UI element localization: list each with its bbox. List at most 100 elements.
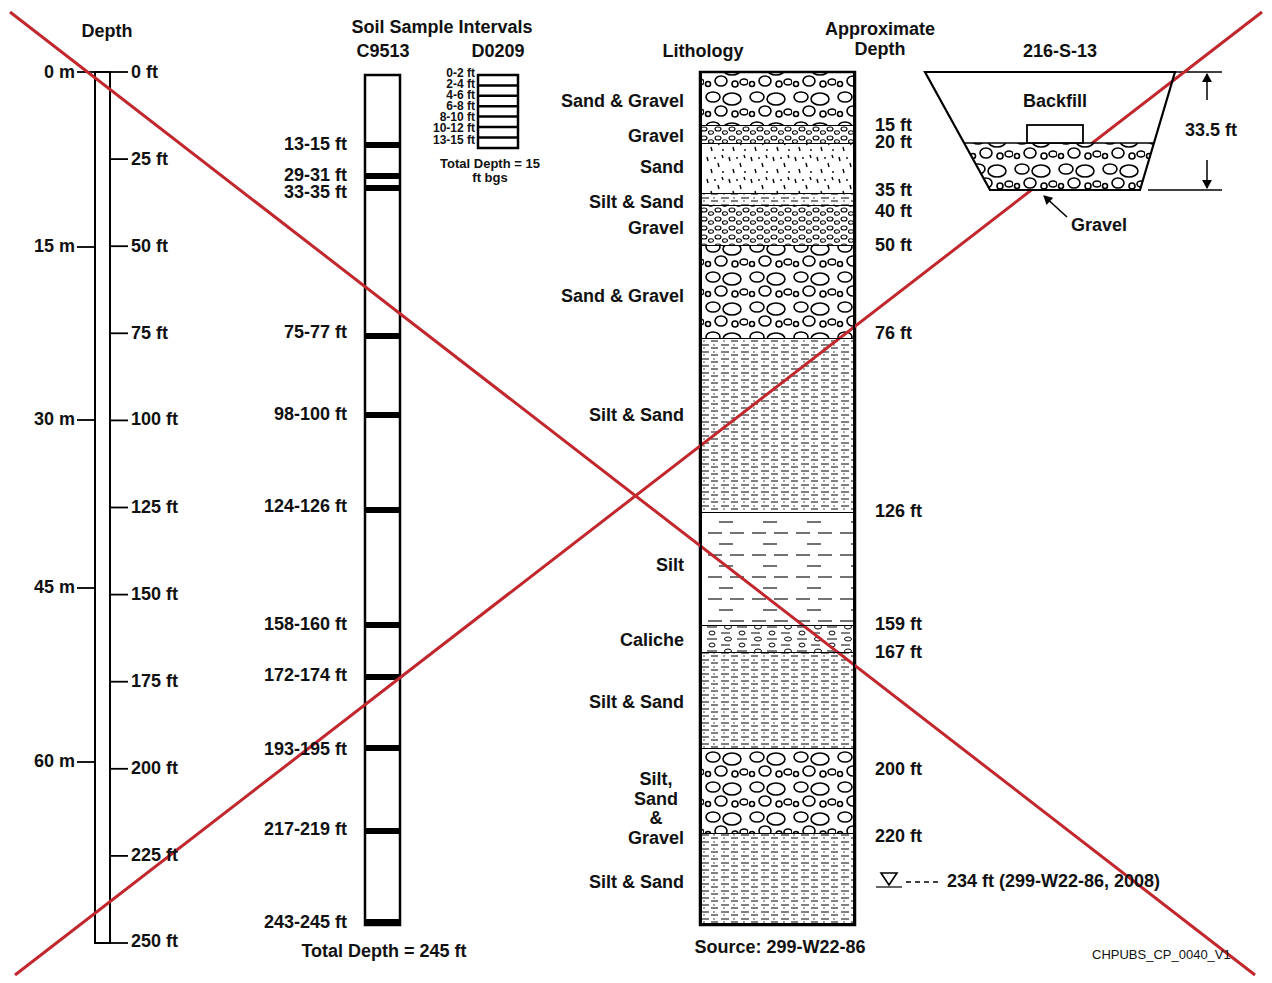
ft-tick	[110, 332, 128, 334]
lithology-fill	[701, 338, 854, 512]
scale-ticks	[77, 72, 128, 943]
label-text: 0 m	[44, 63, 75, 83]
lithology-label: Gravel	[628, 127, 684, 147]
m-tick	[77, 246, 95, 248]
ft-tick	[110, 158, 128, 160]
label-text: 158-160 ft	[264, 615, 347, 635]
label-text: 159 ft	[875, 615, 922, 635]
trapezoid-outline	[925, 72, 1175, 190]
sample-marks-small	[478, 85, 518, 137]
label-text: 33.5 ft	[1184, 119, 1238, 143]
water-table-symbol	[881, 873, 897, 885]
lithology-fill	[701, 72, 854, 125]
trapezoid	[925, 72, 1175, 190]
m-tick	[77, 761, 95, 763]
lithology-band: Sand & Gravel	[700, 245, 855, 338]
ft-tick	[110, 419, 128, 421]
label-text: 175 ft	[131, 672, 178, 692]
label-text: Total Depth = 245 ft	[301, 942, 466, 962]
label-text: 243-245 ft	[264, 913, 347, 933]
label-text: 50 ft	[875, 236, 912, 256]
lithology-label: Sand	[640, 158, 684, 178]
ft-tick	[110, 855, 128, 857]
lithology-band: Silt & Sand	[700, 193, 855, 205]
label-text: 13-15 ft	[433, 134, 475, 147]
sample-column	[365, 75, 400, 925]
label-text: 75-77 ft	[284, 323, 347, 343]
lithology-band: Sand & Gravel	[700, 72, 855, 125]
lithology-label: Silt & Sand	[589, 406, 684, 426]
gravel-fill	[964, 143, 1154, 190]
lithology-label: Silt, Sand & Gravel	[628, 770, 684, 849]
sample-mark	[365, 828, 400, 834]
ft-tick	[110, 681, 128, 683]
label-text: 98-100 ft	[274, 405, 347, 425]
lithology-fill	[701, 143, 854, 193]
sample-mark	[365, 745, 400, 751]
sample-mark	[478, 84, 518, 87]
dimension-arrow	[1206, 74, 1208, 100]
lithology-label: Silt & Sand	[589, 873, 684, 893]
m-tick	[77, 419, 95, 421]
lithology-label: Sand & Gravel	[561, 92, 684, 112]
ft-tick	[110, 507, 128, 509]
sample-mark	[478, 126, 518, 129]
lithology-band: Silt & Sand	[700, 338, 855, 512]
lithology-fill	[701, 245, 854, 338]
sample-mark	[365, 333, 400, 339]
label-text: 45 m	[34, 578, 75, 598]
label-text: 76 ft	[875, 324, 912, 344]
sample-mark	[478, 95, 518, 98]
lithology-band: Silt	[700, 512, 855, 625]
label-text: 150 ft	[131, 585, 178, 605]
lithology-fills	[701, 72, 854, 925]
lithology-label: Gravel	[628, 219, 684, 239]
cross-out-line	[10, 12, 1255, 975]
label-text: 35 ft	[875, 181, 912, 201]
label-text: Backfill	[1023, 92, 1087, 112]
lithology-band: Silt & Sand	[700, 833, 855, 925]
label-text: 200 ft	[875, 760, 922, 780]
lithology-fill	[701, 512, 854, 625]
label-text: Source: 299-W22-86	[694, 938, 865, 958]
water-table-dash	[906, 881, 938, 882]
lithology-fill	[701, 833, 854, 925]
ft-tick	[110, 71, 128, 73]
sample-mark	[365, 142, 400, 148]
lithology-fill	[701, 205, 854, 245]
leader-line	[1044, 196, 1067, 217]
lithology-fill	[701, 193, 854, 205]
label-text: Gravel	[1071, 216, 1127, 236]
label-text: 167 ft	[875, 643, 922, 663]
label-text: 30 m	[34, 410, 75, 430]
lithology-label: Silt	[656, 556, 684, 576]
label-text: 75 ft	[131, 324, 168, 344]
lithology-column	[700, 72, 855, 925]
sample-mark	[478, 115, 518, 118]
label-text: 0 ft	[131, 63, 158, 83]
sample-mark	[365, 173, 400, 179]
label-text: 250 ft	[131, 932, 178, 952]
label-text: 234 ft (299-W22-86, 2008)	[947, 872, 1160, 892]
lithology-label: Silt & Sand	[589, 193, 684, 213]
sample-mark	[365, 412, 400, 418]
waste-box	[1027, 125, 1083, 143]
water-table-line	[876, 886, 902, 887]
label-text: 50 ft	[131, 237, 168, 257]
lithology-band: Caliche	[700, 625, 855, 652]
excavation-cross-section: 216-S-13Backfill	[925, 72, 1175, 190]
label-text: 172-174 ft	[264, 666, 347, 686]
label-text: 193-195 ft	[264, 740, 347, 760]
lithology-band: Gravel	[700, 125, 855, 143]
label-text: 33-35 ft	[284, 183, 347, 203]
dimension-tick	[1148, 189, 1222, 191]
label-text: 13-15 ft	[284, 135, 347, 155]
label-text: 40 ft	[875, 202, 912, 222]
m-tick	[77, 587, 95, 589]
label-text: 25 ft	[131, 150, 168, 170]
label-text: Total Depth = 15 ft bgs	[440, 157, 540, 186]
label-text: 225 ft	[131, 846, 178, 866]
label-text: Soil Sample Intervals	[351, 18, 532, 38]
lithology-fill	[701, 652, 854, 748]
lithology-band: Silt, Sand & Gravel	[700, 748, 855, 833]
